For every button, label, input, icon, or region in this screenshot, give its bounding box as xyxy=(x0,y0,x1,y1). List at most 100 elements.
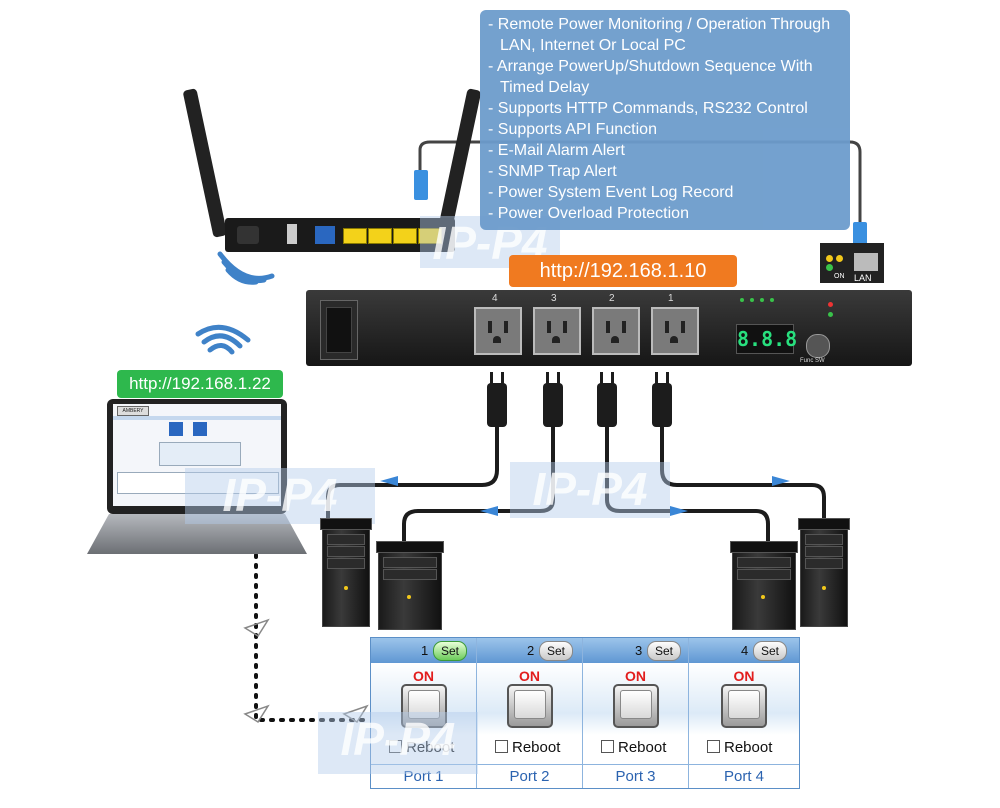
pc-tower xyxy=(376,541,444,630)
led-icon xyxy=(826,264,833,271)
outlet-number: 3 xyxy=(551,293,557,304)
feature-item: - SNMP Trap Alert xyxy=(488,163,617,180)
pc-tower xyxy=(730,541,798,630)
feature-item: - Supports API Function xyxy=(488,121,657,138)
arrow-icon xyxy=(772,476,790,486)
router xyxy=(225,218,455,252)
power-switch xyxy=(320,300,358,360)
port-state: ON xyxy=(733,668,755,684)
set-button-port-2[interactable]: Set xyxy=(539,641,573,661)
router-wan-port xyxy=(315,226,335,244)
func-switch-label: Func SW xyxy=(800,358,825,364)
port-state: ON xyxy=(519,668,540,684)
reboot-option-port-3[interactable]: Reboot xyxy=(601,739,666,756)
port-control-panel: 1 Set ON Reboot Port 1 2 Set ON Reboot P… xyxy=(370,637,800,789)
outlet-socket xyxy=(533,307,581,355)
port-column-1: 1 Set ON Reboot Port 1 xyxy=(371,638,477,788)
lan-on-label: ON xyxy=(834,273,845,280)
wifi-icon xyxy=(195,324,251,355)
arrow-icon xyxy=(480,506,498,516)
led-icon xyxy=(826,255,833,262)
reboot-option-port-4[interactable]: Reboot xyxy=(707,739,772,756)
outlet-socket xyxy=(651,307,699,355)
reboot-checkbox[interactable] xyxy=(495,740,508,753)
features-list: - Remote Power Monitoring / Operation Th… xyxy=(480,10,850,230)
pdu-url: http://192.168.1.10 xyxy=(509,255,737,287)
wifi-icon xyxy=(217,251,275,285)
power-toggle-port-4[interactable] xyxy=(721,684,767,728)
feature-item: - Arrange PowerUp/Shutdown Sequence With xyxy=(488,58,813,75)
cursor-icon xyxy=(342,704,369,724)
set-button-port-3[interactable]: Set xyxy=(647,641,681,661)
reboot-checkbox[interactable] xyxy=(389,740,402,753)
watermark-cables: IP-P4 xyxy=(510,462,670,518)
router-lan-port xyxy=(343,228,367,244)
port-number: 3 xyxy=(635,643,643,658)
watermark-laptop: IP-P4 xyxy=(185,468,375,524)
feature-item: Timed Delay xyxy=(500,79,590,96)
port-column-3: 3 Set ON Reboot Port 3 xyxy=(583,638,689,788)
router-lan-port xyxy=(418,228,442,244)
port-state: ON xyxy=(625,668,646,684)
arrow-icon xyxy=(670,506,688,516)
cursor-icon xyxy=(243,704,270,724)
port-column-4: 4 Set ON Reboot Port 4 xyxy=(689,638,799,788)
port-label: Port 3 xyxy=(583,764,688,785)
feature-item: - Remote Power Monitoring / Operation Th… xyxy=(488,16,831,33)
port-label: Port 4 xyxy=(689,764,799,785)
lan-label: LAN xyxy=(854,273,872,283)
laptop-url: http://192.168.1.22 xyxy=(117,370,283,398)
laptop-web-ui: AMBERY xyxy=(113,404,281,506)
port-number: 1 xyxy=(421,643,429,658)
reboot-checkbox[interactable] xyxy=(601,740,614,753)
router-usb-port xyxy=(287,224,297,244)
port-state: ON xyxy=(413,668,434,684)
rj45-connector xyxy=(414,170,428,200)
port-column-2: 2 Set ON Reboot Port 2 xyxy=(477,638,583,788)
feature-item: - Power Overload Protection xyxy=(488,205,689,222)
reboot-checkbox[interactable] xyxy=(707,740,720,753)
reboot-label: Reboot xyxy=(512,739,561,756)
reboot-option-port-1[interactable]: Reboot xyxy=(389,739,454,756)
pc-tower xyxy=(320,518,372,627)
seven-segment-display: 8.8.8 xyxy=(736,324,797,354)
router-lan-port xyxy=(393,228,417,244)
outlet-socket xyxy=(592,307,640,355)
reboot-label: Reboot xyxy=(724,739,773,756)
pdu-device: 4 3 2 1 8.8.8 Func SW xyxy=(306,290,912,366)
status-leds xyxy=(740,298,780,306)
laptop-keyboard xyxy=(87,514,307,554)
outlet-number: 1 xyxy=(668,293,674,304)
router-power-port xyxy=(237,226,259,244)
watermark-ports: IP-P4 xyxy=(318,712,478,774)
set-button-port-1[interactable]: Set xyxy=(433,641,467,661)
port-number: 4 xyxy=(741,643,749,658)
cord-outlet-1 xyxy=(660,425,826,520)
reboot-option-port-2[interactable]: Reboot xyxy=(495,739,560,756)
func-switch xyxy=(806,334,830,358)
set-button-port-4[interactable]: Set xyxy=(753,641,787,661)
cord-outlet-3 xyxy=(402,425,555,545)
reboot-label: Reboot xyxy=(406,739,455,756)
power-toggle-port-2[interactable] xyxy=(507,684,553,728)
alarm-led xyxy=(828,302,833,307)
power-toggle-port-1[interactable] xyxy=(401,684,447,728)
feature-item: - Supports HTTP Commands, RS232 Control xyxy=(488,100,808,117)
reboot-label: Reboot xyxy=(618,739,667,756)
feature-item: LAN, Internet Or Local PC xyxy=(500,37,686,54)
outlet-number: 2 xyxy=(609,293,615,304)
power-toggle-port-3[interactable] xyxy=(613,684,659,728)
port-label: Port 2 xyxy=(477,764,582,785)
power-led xyxy=(828,312,833,317)
rj45-socket xyxy=(854,253,878,271)
dotted-link xyxy=(254,543,367,722)
led-icon xyxy=(836,255,843,262)
outlet-socket xyxy=(474,307,522,355)
pc-tower xyxy=(798,518,850,627)
feature-item: - E-Mail Alarm Alert xyxy=(488,142,625,159)
router-lan-port xyxy=(368,228,392,244)
pdu-lan-port: ON LAN xyxy=(820,243,884,283)
plug-icons xyxy=(487,372,672,427)
